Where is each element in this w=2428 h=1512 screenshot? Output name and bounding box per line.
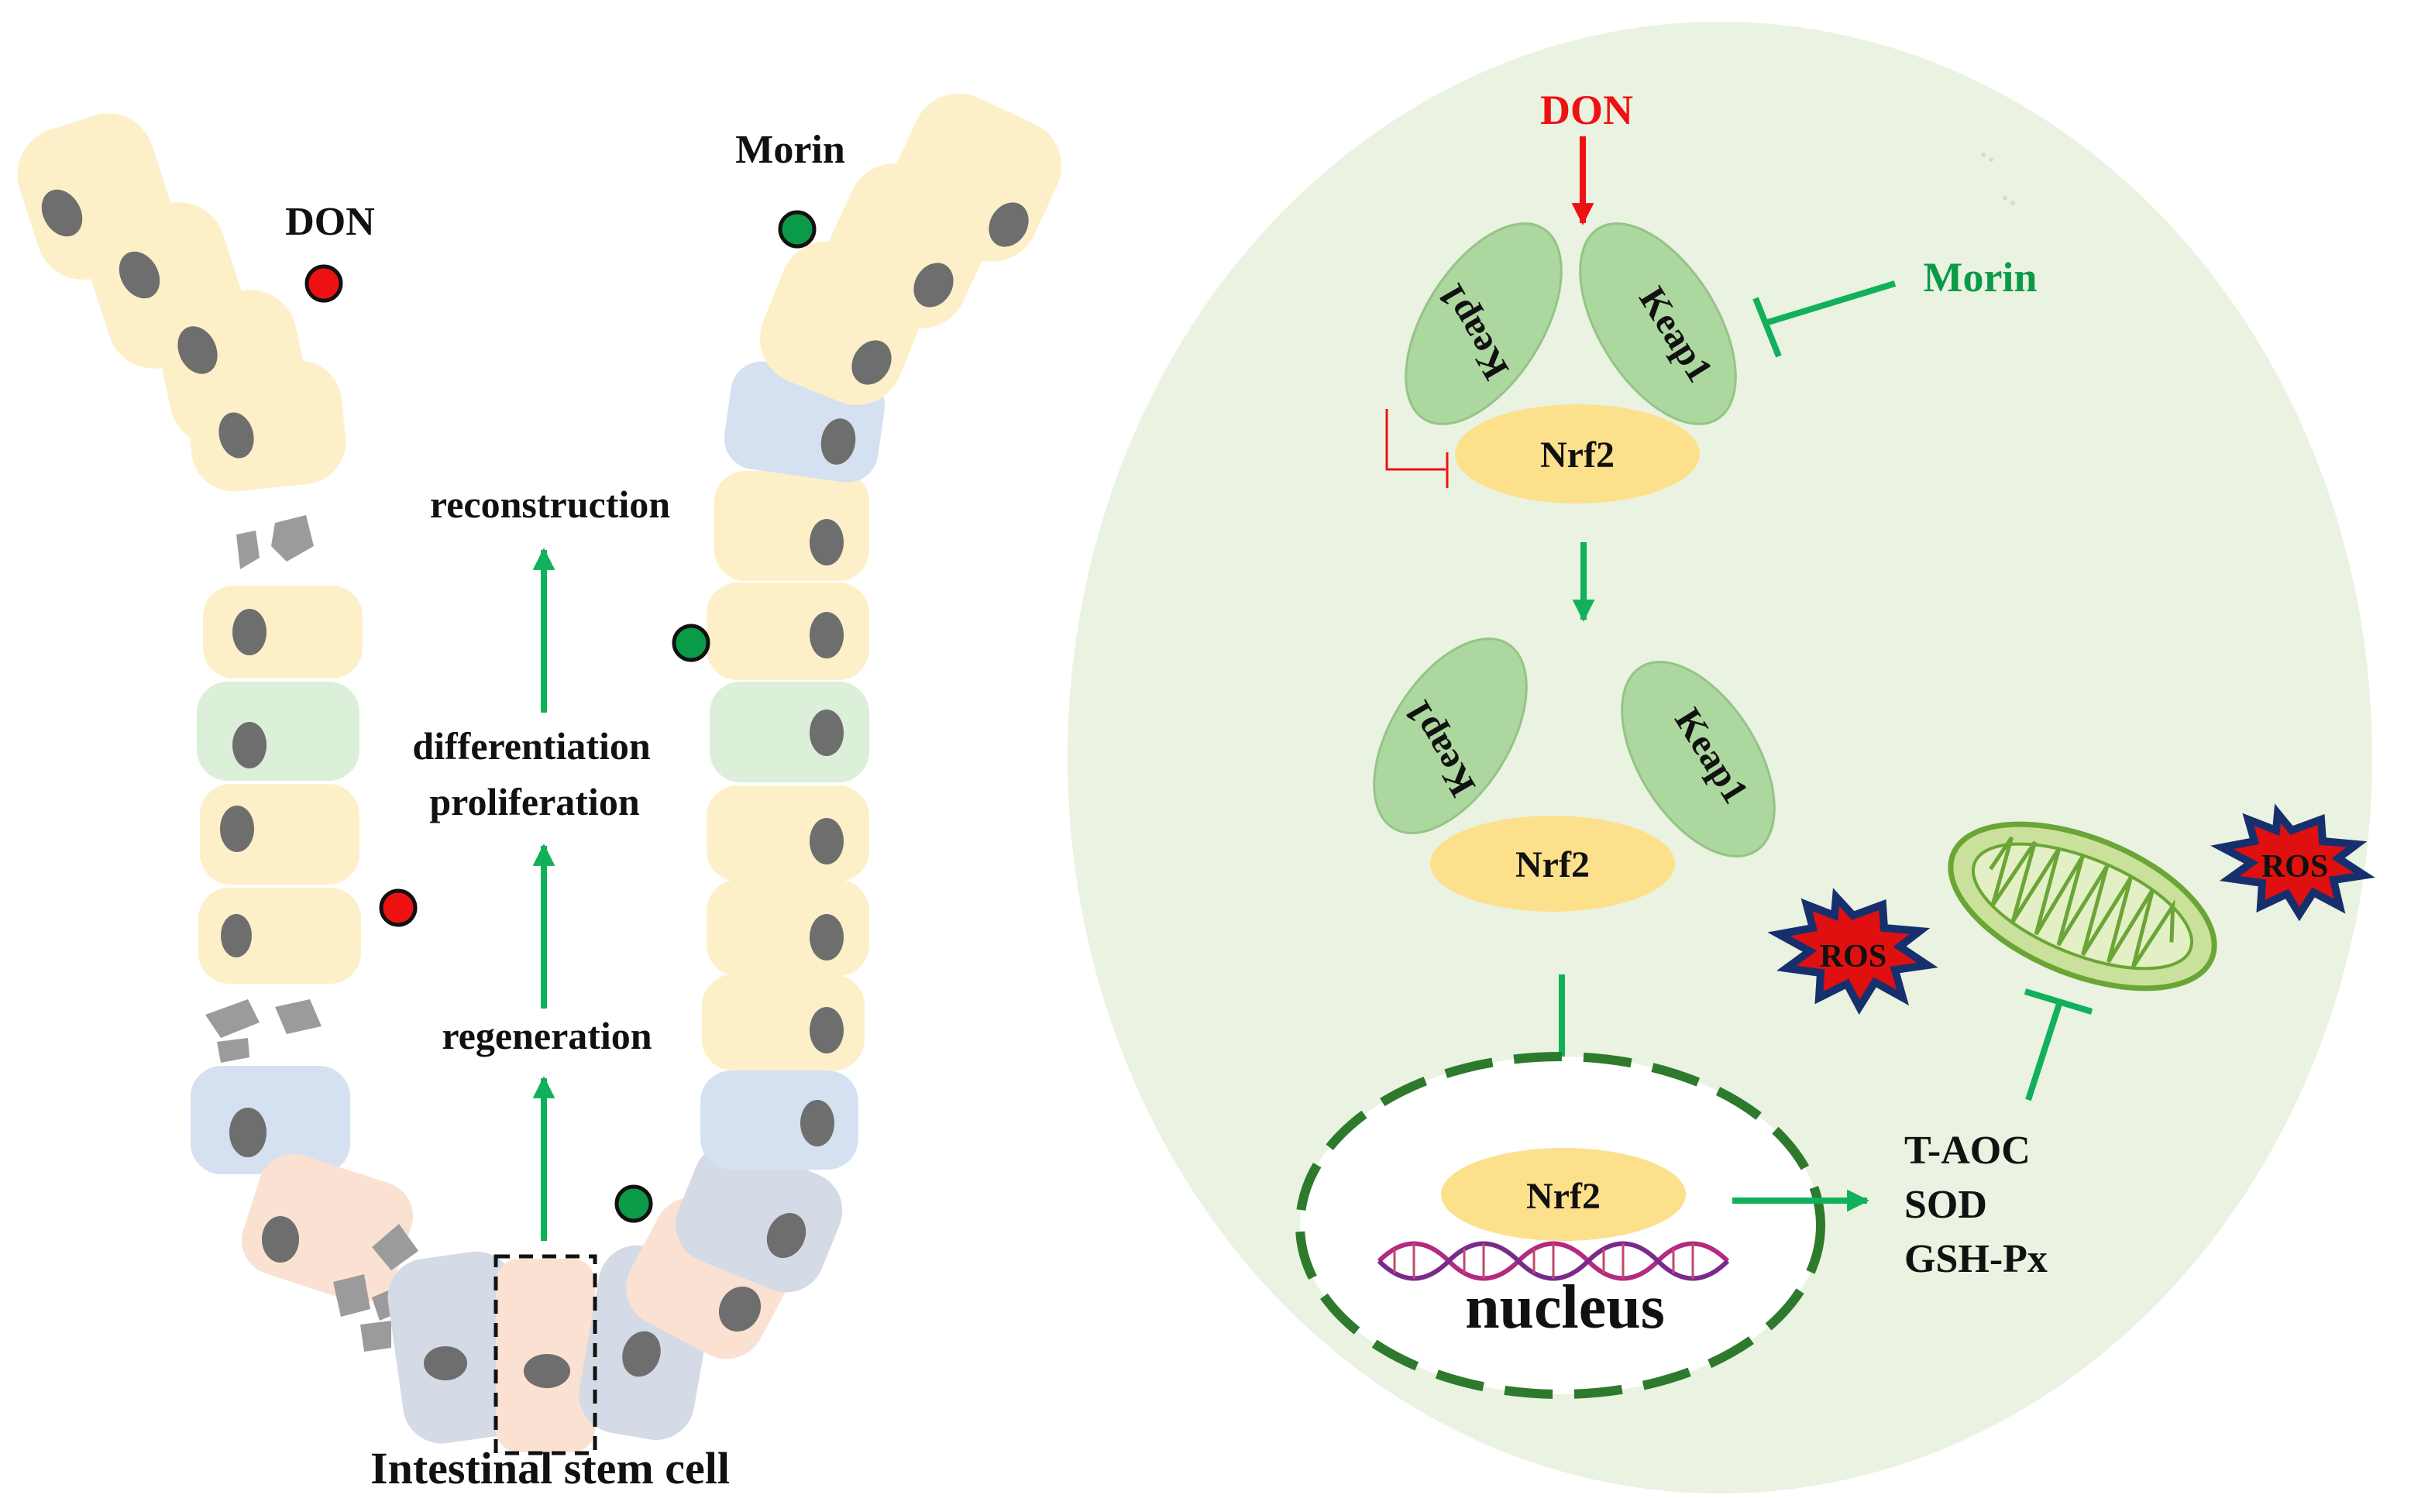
nrf2-free-label: Nrf2 <box>1515 844 1590 885</box>
pathway-don-label: DON <box>1540 87 1633 133</box>
ros-label: ROS <box>2261 849 2328 885</box>
morin-particle <box>778 210 817 249</box>
nrf2-bound-label: Nrf2 <box>1540 435 1615 476</box>
keap1-nrf2-complex: Keap1 Keap1 Nrf2 <box>1405 222 1737 503</box>
right-wall-cells <box>700 361 886 1170</box>
left-wall-cells <box>197 586 363 984</box>
left-debris-top <box>236 515 314 569</box>
faint-marks <box>1981 153 2015 205</box>
nrf2-nuclear-label: Nrf2 <box>1526 1176 1601 1217</box>
left-blue-cell <box>191 1066 350 1174</box>
mitochondrion-icon <box>1948 821 2217 991</box>
dna-icon <box>1377 1241 1730 1281</box>
keap1-left <box>1405 222 1563 425</box>
morin-inhibit-bar <box>1752 297 1782 358</box>
pathway-illustration: DON Keap1 Keap1 Nrf2 Morin Keap1 Keap1 N… <box>1068 22 2375 1493</box>
morin-particle <box>614 1184 653 1223</box>
stem-cell-dashed-box <box>494 1254 597 1455</box>
step-regeneration: regeneration <box>442 1014 652 1057</box>
step-reconstruction: reconstruction <box>430 483 670 526</box>
output-t-aoc: T-AOC <box>1904 1129 2031 1173</box>
left-pink-cell-nucleus <box>262 1216 299 1263</box>
left-pink-cell <box>241 1153 413 1303</box>
output-gsh-px: GSH-Px <box>1904 1237 2048 1281</box>
right-villus-cells <box>759 93 1062 405</box>
don-particle <box>304 264 343 303</box>
step-differentiation: differentiation <box>412 724 651 768</box>
left-debris-mid <box>205 999 322 1063</box>
morin-particle <box>672 624 710 662</box>
antioxidant-inhibit-line <box>2025 1002 2062 1101</box>
left-blue-cell-nucleus <box>229 1108 267 1157</box>
left-don-label: DON <box>285 200 375 244</box>
don-particle <box>379 888 418 927</box>
crypt-base-cells <box>387 1143 843 1452</box>
ros-burst-right: ROS <box>2210 803 2375 922</box>
keap1-right <box>1621 661 1776 857</box>
keap1-right <box>1579 222 1737 425</box>
ros-label: ROS <box>1820 939 1886 974</box>
ros-burst-left: ROS <box>1767 888 1938 1015</box>
nrf2-bound <box>1455 404 1700 503</box>
nucleus-label: nucleus <box>1465 1273 1665 1342</box>
pathway-morin-label: Morin <box>1924 254 2038 301</box>
morin-inhibit-line <box>1766 280 1897 325</box>
nrf2-nuclear <box>1441 1148 1686 1241</box>
crypt-illustration: DON Morin reconstruction differentiation… <box>17 93 1062 1493</box>
keap1-nrf2-dissociated: Keap1 Keap1 Nrf2 <box>1373 637 1776 912</box>
step-proliferation: proliferation <box>429 780 639 823</box>
left-villus-cells <box>17 113 346 492</box>
keap1-left <box>1373 637 1528 834</box>
output-sod: SOD <box>1904 1183 1987 1227</box>
nrf2-free <box>1430 816 1675 912</box>
left-morin-label: Morin <box>735 128 845 172</box>
inhibition-bracket <box>1385 409 1446 471</box>
antioxidant-inhibit-bar <box>2024 988 2093 1015</box>
stem-cell-caption: Intestinal stem cell <box>370 1443 730 1493</box>
